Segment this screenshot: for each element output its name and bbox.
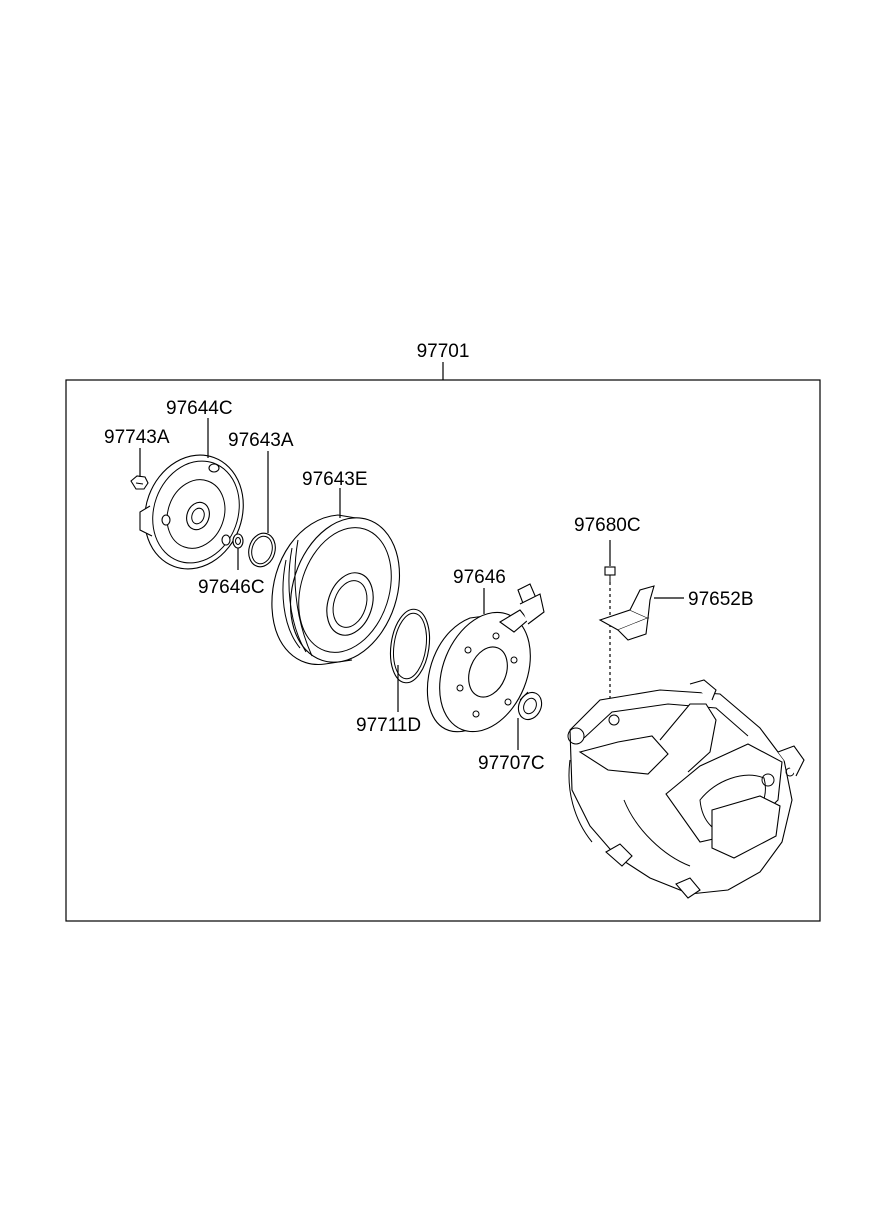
label-97646C[interactable]: 97646C bbox=[198, 577, 265, 598]
label-97711D[interactable]: 97711D bbox=[356, 715, 421, 736]
pulley-97643E[interactable] bbox=[271, 504, 417, 677]
bolt-97680C[interactable] bbox=[604, 566, 616, 582]
bracket-97652B[interactable] bbox=[598, 585, 655, 641]
snap-ring-97643A[interactable] bbox=[245, 530, 279, 570]
assembly-number[interactable]: 97701 bbox=[417, 341, 470, 362]
label-97643A[interactable]: 97643A bbox=[228, 430, 294, 451]
compressor-body bbox=[567, 679, 805, 899]
label-97643E[interactable]: 97643E bbox=[302, 469, 368, 490]
bolt-97743A[interactable] bbox=[130, 475, 149, 490]
label-97707C[interactable]: 97707C bbox=[478, 753, 545, 774]
label-97743A[interactable]: 97743A bbox=[104, 427, 170, 448]
label-97644C[interactable]: 97644C bbox=[166, 398, 233, 419]
seal-97707C[interactable] bbox=[514, 689, 546, 724]
label-97652B[interactable]: 97652B bbox=[688, 589, 754, 610]
field-coil-97646[interactable] bbox=[423, 583, 547, 745]
label-97646[interactable]: 97646 bbox=[453, 567, 506, 588]
washer-97646C[interactable] bbox=[232, 533, 244, 549]
snap-ring-97711D[interactable] bbox=[386, 607, 434, 686]
label-97680C[interactable]: 97680C bbox=[574, 515, 641, 536]
clutch-plate-97644C[interactable] bbox=[129, 441, 259, 583]
